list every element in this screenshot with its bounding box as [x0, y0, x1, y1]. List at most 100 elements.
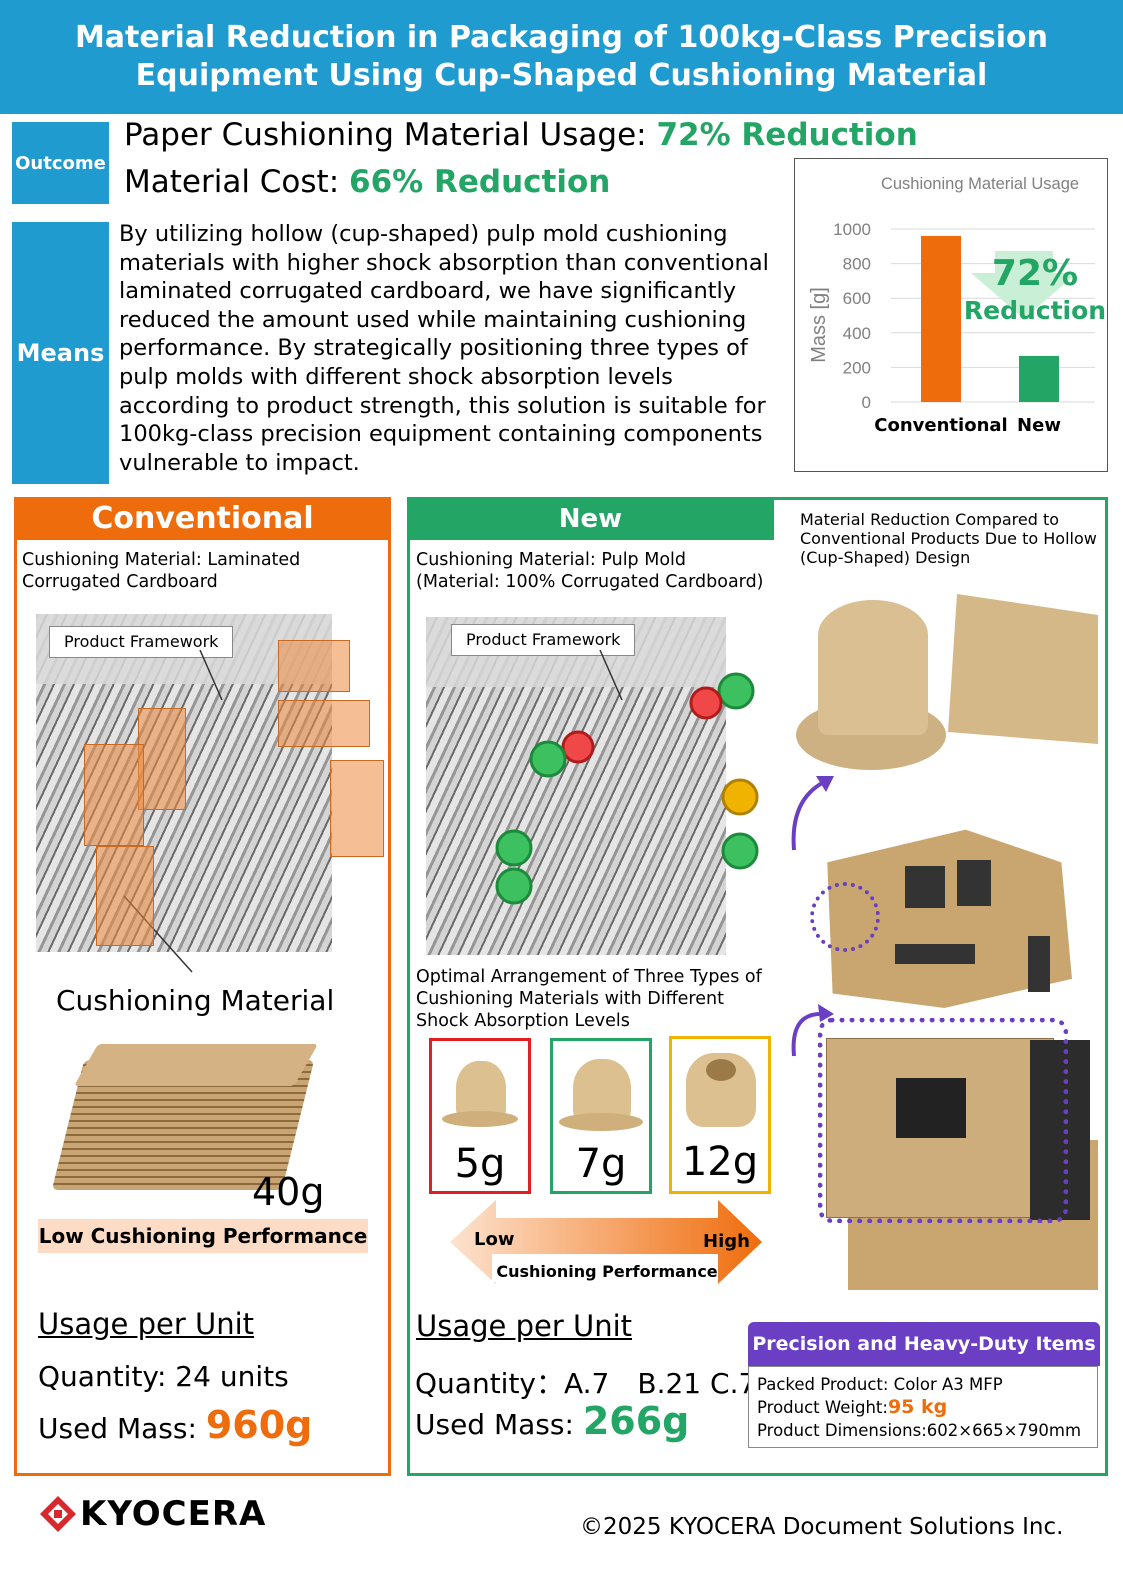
chart-y-tick-label: 1000: [833, 220, 871, 239]
cardboard-block-2: [278, 700, 370, 747]
chart-category-label: New: [1017, 415, 1061, 436]
pulp-mold-red-1: [689, 686, 723, 720]
purple-arrows: [791, 776, 834, 1057]
performance-arrow-icon: [450, 1200, 762, 1284]
chart-annotation-label: Reduction: [964, 296, 1106, 325]
new-usage-heading: Usage per Unit: [416, 1309, 632, 1343]
tray-slot-1: [905, 866, 945, 908]
new-caption-line-1: Cushioning Material: Pulp Mold: [416, 550, 687, 570]
conventional-mass-line: Used Mass: 960g: [38, 1403, 312, 1447]
arrow-up-1-icon: [791, 780, 825, 851]
pulp-mold-green-5: [495, 867, 533, 905]
kyocera-logo-icon: [40, 1496, 76, 1532]
product-weight-prefix: Product Weight:: [757, 1398, 888, 1417]
chart-bar-conventional: [921, 235, 961, 402]
chart-y-tick-label: 800: [843, 255, 871, 274]
cup-mold-photo: [818, 600, 928, 735]
cardboard-stack-top: [73, 1044, 319, 1086]
mold-card-5g: 5g: [429, 1038, 531, 1194]
pulp-mold-green-3: [721, 832, 759, 870]
photos-caption-line-2: Conventional Products Due to Hollow: [800, 529, 1097, 548]
low-performance-badge: Low Cushioning Performance: [38, 1219, 368, 1253]
chart-y-tick-label: 600: [843, 289, 871, 308]
conventional-usage-heading: Usage per Unit: [38, 1307, 254, 1341]
arrow-up-2-icon: [791, 1011, 825, 1057]
product-packed: Packed Product: Color A3 MFP: [757, 1375, 1003, 1394]
mold-7g-mass: 7g: [575, 1141, 627, 1187]
arrow-low-label: Low: [474, 1229, 515, 1250]
mold-5g-rim: [442, 1111, 518, 1127]
product-info-box: Packed Product: Color A3 MFP Product Wei…: [748, 1366, 1098, 1448]
arrow-high-label: High: [703, 1231, 750, 1252]
tray-slot-3: [895, 944, 975, 964]
pulp-mold-green-2: [529, 740, 567, 778]
conventional-caption-line-1: Cushioning Material: Laminated: [22, 550, 301, 570]
mold-12g-mass: 12g: [681, 1139, 759, 1185]
new-title: New: [407, 497, 774, 540]
new-framework-overlay: [495, 649, 759, 905]
chart-y-tick-label: 400: [843, 324, 871, 343]
pulp-mold-green-1: [717, 672, 755, 710]
outcome-line-1: Paper Cushioning Material Usage: 72% Red…: [124, 115, 918, 155]
cardboard-mass: 40g: [252, 1170, 325, 1214]
arrow-caption: Cushioning Performance: [496, 1262, 718, 1281]
mold-card-7g: 7g: [550, 1038, 652, 1194]
new-framework-label: Product Framework: [451, 624, 636, 656]
mold-12g-hole: [706, 1059, 736, 1081]
new-caption-line-2: (Material: 100% Corrugated Cardboard): [416, 572, 764, 592]
conventional-mass-value: 960g: [205, 1403, 313, 1447]
outcome-usage-prefix: Paper Cushioning Material Usage:: [124, 117, 657, 153]
chart-annotation-value: 72%: [992, 253, 1078, 294]
pulp-mold-green-4: [495, 829, 533, 867]
kyocera-logo: KYOCERA: [40, 1494, 266, 1534]
arrangement-line-3: Shock Absorption Levels: [416, 1011, 630, 1031]
cardboard-block-1: [278, 640, 350, 692]
mold-7g-image: [573, 1059, 631, 1123]
new-caption: Cushioning Material: Pulp Mold (Material…: [416, 549, 764, 593]
tray-highlight-circle: [810, 882, 880, 952]
chart-y-tick-label: 200: [843, 358, 871, 377]
arrangement-line-1: Optimal Arrangement of Three Types of: [416, 967, 762, 987]
chart-category-label: Conventional: [874, 415, 1007, 436]
photos-caption-line-1: Material Reduction Compared to: [800, 510, 1060, 529]
mold-7g-rim: [559, 1113, 643, 1131]
cardboard-block-5: [84, 744, 144, 846]
outcome-usage-value: 72% Reduction: [656, 117, 918, 153]
cup-mold-cutaway-photo: [948, 594, 1098, 744]
packed-highlight: [818, 1018, 1068, 1223]
chart-y-tick-label: 0: [862, 393, 871, 412]
copyright: ©2025 KYOCERA Document Solutions Inc.: [580, 1514, 1064, 1540]
tray-slot-2: [957, 860, 991, 906]
conventional-mass-prefix: Used Mass:: [38, 1412, 206, 1445]
arrangement-line-2: Cushioning Materials with Different: [416, 989, 724, 1009]
conventional-caption: Cushioning Material: Laminated Corrugate…: [22, 549, 300, 593]
tray-slot-4: [1028, 936, 1050, 992]
new-quantity: Quantity：A.7 B.21 C.7: [415, 1367, 757, 1400]
means-description: By utilizing hollow (cup-shaped) pulp mo…: [119, 221, 769, 476]
cardboard-block-3: [330, 760, 384, 857]
outcome-line-2: Material Cost: 66% Reduction: [124, 162, 610, 202]
outcome-label: Outcome: [12, 122, 109, 204]
usage-chart-svg: Cushioning Material Usage Mass [g] 02004…: [808, 175, 1106, 436]
mold-card-12g: 12g: [669, 1036, 771, 1194]
title-line-2: Equipment Using Cup-Shaped Cushioning Ma…: [135, 58, 988, 93]
cardboard-block-4: [138, 708, 186, 810]
conventional-framework-label: Product Framework: [49, 626, 234, 658]
product-dimensions: Product Dimensions:602×665×790mm: [757, 1421, 1082, 1440]
pulp-mold-red-2: [561, 730, 595, 764]
conventional-quantity: Quantity: 24 units: [38, 1360, 289, 1393]
mold-5g-mass: 5g: [454, 1141, 506, 1187]
product-heading: Precision and Heavy-Duty Items: [748, 1322, 1100, 1366]
arrangement-caption: Optimal Arrangement of Three Types of Cu…: [416, 966, 762, 1032]
cardboard-block-6: [96, 846, 154, 946]
pulp-mold-yellow-1: [721, 778, 759, 816]
outcome-cost-value: 66% Reduction: [349, 164, 611, 200]
kyocera-logo-text: KYOCERA: [80, 1494, 267, 1534]
conventional-cushion-label: Cushioning Material: [56, 984, 335, 1017]
page-header: Material Reduction in Packaging of 100kg…: [0, 0, 1123, 114]
title-line-1: Material Reduction in Packaging of 100kg…: [74, 20, 1049, 55]
outcome-cost-prefix: Material Cost:: [124, 164, 350, 200]
new-mass-value: 266g: [582, 1399, 690, 1443]
product-weight-value: 95 kg: [887, 1396, 948, 1418]
